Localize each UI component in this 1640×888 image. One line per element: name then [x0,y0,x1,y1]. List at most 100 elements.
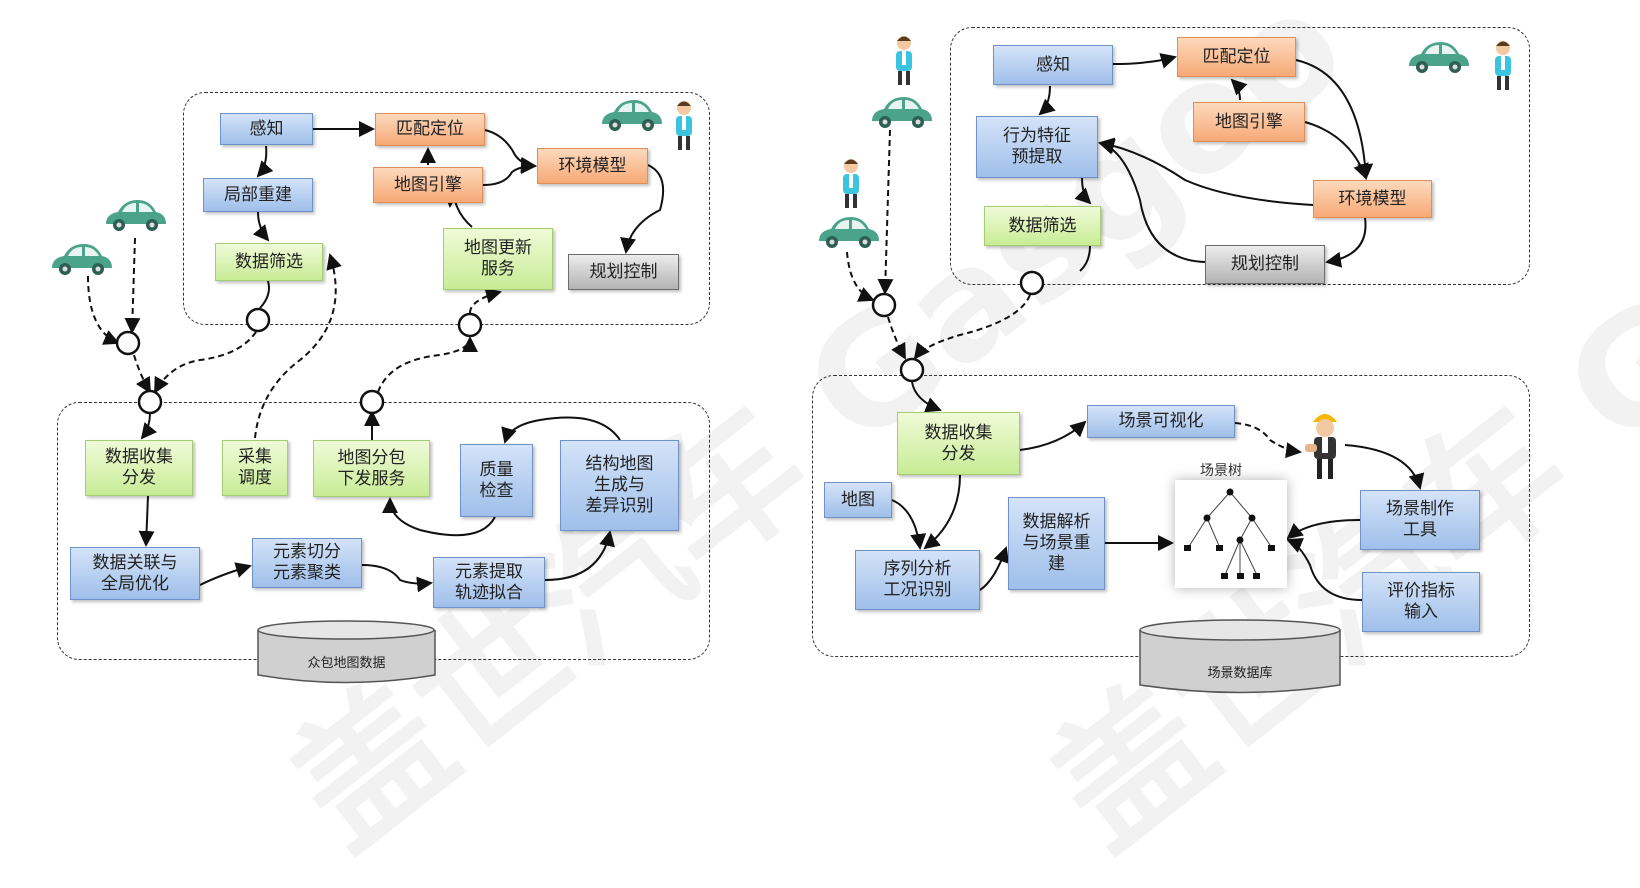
arrow [1286,538,1363,601]
right-database: 场景数据库 [1140,662,1340,682]
left-planning-control-box: 规划控制 [568,254,679,290]
arrow [1019,420,1087,451]
arrow [1038,85,1056,116]
right-evaluation-input-box: 评价指标 输入 [1362,572,1480,632]
car-icon [819,217,879,248]
left-environment-model-box: 环境模型 [537,148,648,184]
scene-tree-diagram [1175,480,1287,588]
arrow [256,145,274,178]
right-behavior-feature-box: 行为特征 预提取 [976,116,1098,178]
tree-leaf [1253,573,1260,579]
left-data-association-box: 数据关联与 全局优化 [70,547,200,600]
arrow [484,129,537,173]
dashed-arrow [1234,422,1302,459]
arrow [1098,137,1314,206]
right-environment-model-box: 环境模型 [1313,180,1432,218]
left-map-package-service-box: 地图分包 下发服务 [313,440,430,497]
arrow [259,280,270,309]
car-icon [872,97,932,128]
arrow [620,164,664,254]
tree-leaf [1221,573,1228,579]
dashed-arrow [913,294,1031,360]
left-structured-map-box: 结构地图 生成与 差异识别 [560,440,679,531]
right-matching-positioning-box: 匹配定位 [1177,37,1296,77]
arrow [252,211,270,242]
left-local-reconstruction-box: 局部重建 [203,178,313,212]
arrow [891,499,927,550]
car-icon [1409,42,1469,73]
scene-tree-label: 场景树 [1200,463,1242,479]
arrow [482,158,537,186]
left-vehicle-region [183,92,710,325]
arrow [140,411,157,440]
right-map-box: 地图 [824,482,892,518]
person-icon [676,101,692,150]
junction-node [1019,270,1045,296]
arrow [1098,139,1206,263]
right-data-filtering-box: 数据筛选 [984,206,1101,246]
tree-node [1236,536,1244,544]
left-matching-positioning-box: 匹配定位 [375,113,485,146]
tree-leaf [1184,545,1191,551]
left-map-update-service-box: 地图更新 服务 [443,228,553,290]
dashed-arrow [877,129,894,295]
arrow [923,474,961,550]
left-element-segmentation-box: 元素切分 元素聚类 [252,538,362,588]
dashed-arrow [846,251,875,302]
right-planning-control-box: 规划控制 [1205,245,1325,284]
dashed-arrow [124,237,141,334]
arrow [979,546,1010,591]
right-map-engine-box: 地图引擎 [1193,102,1305,142]
tree-leaf [1268,545,1275,551]
right-sequence-analysis-box: 序列分析 工况识别 [855,550,980,610]
left-map-engine-box: 地图引擎 [373,167,483,203]
junction-node [115,330,141,356]
left-data-collection-box: 数据收集 分发 [85,440,193,496]
junction-node [457,312,483,338]
dashed-arrow [469,287,502,314]
person-icon [896,36,912,85]
right-vehicle-region [950,27,1530,285]
arrow [1079,245,1091,272]
arrow [382,497,496,537]
arrow [199,562,252,586]
right-data-parsing-box: 数据解析 与场景重 建 [1008,497,1105,590]
arrow [1325,217,1367,268]
tree-leaf [1216,545,1223,551]
person-icon [843,159,859,208]
junction-node [899,357,925,383]
engineer-icon [1305,414,1337,479]
tree-leaf [1237,573,1244,579]
junction-node [871,292,897,318]
arrow [1286,519,1361,540]
right-scene-visualization-box: 场景可视化 [1087,405,1235,438]
car-icon [106,200,166,231]
junction-node [359,389,385,415]
left-data-filtering-box: 数据筛选 [215,243,323,281]
arrow [138,495,155,547]
left-quality-check-box: 质量 检查 [460,444,533,517]
car-icon [52,244,112,275]
arrow [911,381,942,413]
right-perception-box: 感知 [993,45,1113,85]
tree-node [1226,488,1234,496]
arrow [544,530,615,581]
database-cylinder [257,619,1341,694]
dashed-arrow [87,275,120,345]
tree-node [1248,514,1256,522]
left-database: 众包地图数据 [258,652,435,672]
arrow [1112,53,1177,69]
arrow [1344,444,1425,490]
tree-node [1203,514,1211,522]
dashed-arrow [887,316,906,360]
connector-layer [52,36,1511,694]
right-data-collection-box: 数据收集 分发 [897,412,1020,475]
dashed-arrow [254,253,342,439]
arrow [1074,177,1092,205]
right-scene-tool-box: 场景制作 工具 [1360,490,1480,550]
left-database-label: 众包地图数据 [307,656,386,671]
arrow [1295,59,1374,180]
dashed-arrow [133,354,152,394]
dashed-arrow [154,331,257,394]
car-icon [602,100,662,131]
